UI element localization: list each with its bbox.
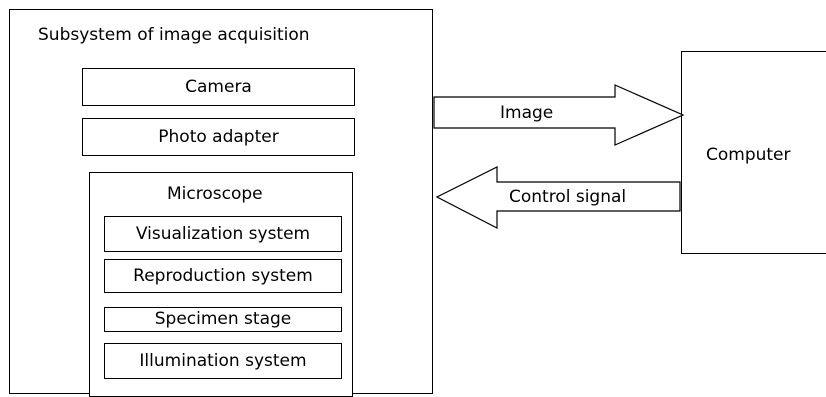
control-signal-arrow bbox=[435, 166, 681, 229]
specimen-stage-label: Specimen stage bbox=[154, 309, 292, 329]
specimen-stage-box: Specimen stage bbox=[104, 307, 342, 332]
image-arrow-label: Image bbox=[500, 103, 554, 123]
illumination-system-label: Illumination system bbox=[139, 350, 307, 371]
photo-adapter-box: Photo adapter bbox=[82, 118, 355, 156]
subsystem-title: Subsystem of image acquisition bbox=[38, 25, 310, 45]
computer-box bbox=[681, 51, 826, 254]
reproduction-system-label: Reproduction system bbox=[133, 265, 313, 286]
camera-box: Camera bbox=[82, 68, 355, 106]
arrows-layer bbox=[433, 84, 685, 229]
control-signal-arrow-label: Control signal bbox=[509, 187, 627, 207]
microscope-title: Microscope bbox=[167, 184, 263, 204]
illumination-system-box: Illumination system bbox=[104, 343, 342, 379]
image-arrow bbox=[433, 84, 685, 146]
photo-adapter-label: Photo adapter bbox=[158, 126, 279, 147]
visualization-system-box: Visualization system bbox=[104, 216, 342, 252]
reproduction-system-box: Reproduction system bbox=[104, 259, 342, 293]
visualization-system-label: Visualization system bbox=[135, 223, 311, 244]
computer-label: Computer bbox=[706, 145, 791, 165]
camera-label: Camera bbox=[185, 76, 252, 97]
